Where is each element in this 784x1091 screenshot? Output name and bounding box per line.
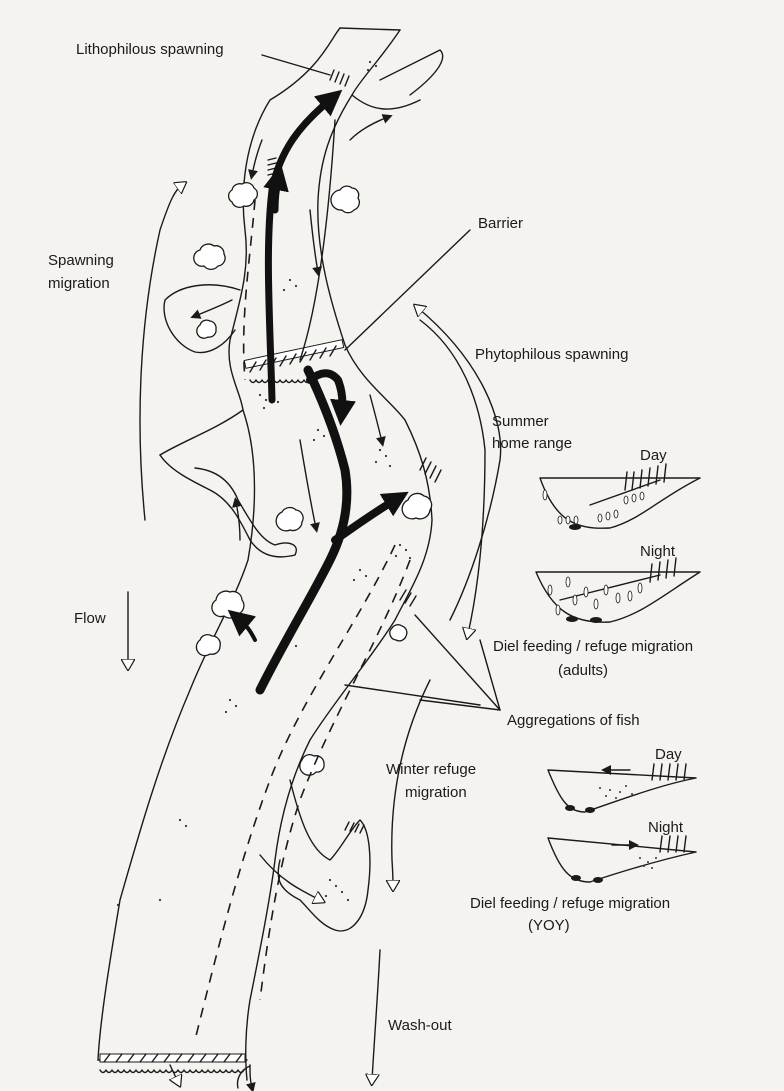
label-spawning-migration-1: Spawning	[48, 251, 114, 270]
label-diel-adults-1: Diel feeding / refuge migration	[493, 637, 693, 656]
label-winter-refuge-1: Winter refuge	[386, 760, 476, 779]
vegetation-clumps	[194, 183, 432, 776]
label-flow: Flow	[74, 609, 106, 628]
label-night-yoy: Night	[648, 818, 683, 837]
label-winter-refuge-2: migration	[405, 783, 467, 802]
label-diel-adults-2: (adults)	[558, 661, 608, 680]
cross-section-yoy-night	[548, 836, 696, 883]
cross-section-yoy-day	[548, 764, 696, 813]
label-phytophilous-spawning: Phytophilous spawning	[475, 345, 628, 364]
spawning-hatches	[268, 70, 441, 833]
stippling	[117, 61, 411, 906]
cross-section-adults-day	[540, 464, 700, 530]
label-barrier: Barrier	[478, 214, 523, 233]
label-diel-yoy-1: Diel feeding / refuge migration	[470, 894, 670, 913]
label-day-yoy: Day	[655, 745, 682, 764]
label-wash-out: Wash-out	[388, 1016, 452, 1035]
label-summer-home-range-2: home range	[492, 434, 572, 453]
lifecycle-arrows	[128, 185, 501, 1082]
cross-section-adults-night	[536, 558, 700, 623]
label-spawning-migration-2: migration	[48, 274, 110, 293]
label-lithophilous-spawning: Lithophilous spawning	[76, 40, 224, 59]
label-diel-yoy-2: (YOY)	[528, 916, 570, 935]
main-migration-arrows	[240, 100, 395, 690]
label-day-adults: Day	[640, 446, 667, 465]
label-night-adults: Night	[640, 542, 675, 561]
label-aggregations: Aggregations of fish	[507, 711, 640, 730]
label-summer-home-range-1: Summer	[492, 412, 549, 431]
